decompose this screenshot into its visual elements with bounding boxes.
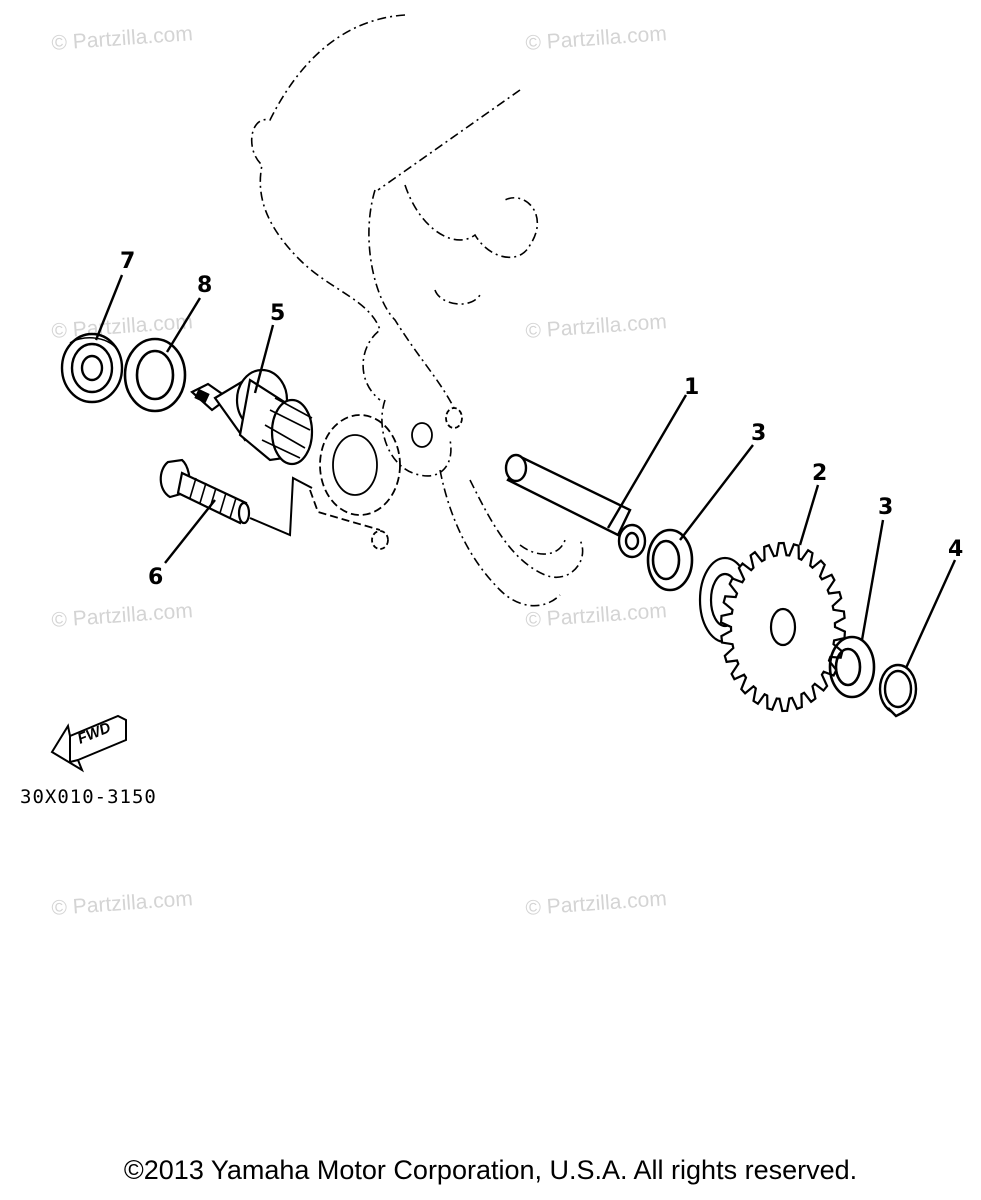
- callout-1: 1: [684, 375, 699, 400]
- crankcase-outline: [250, 14, 584, 607]
- diagram-code: 30X010-3150: [20, 786, 157, 808]
- watermark: © Partzilla.com: [51, 887, 194, 920]
- callout-3: 3: [878, 495, 893, 520]
- watermark: © Partzilla.com: [51, 22, 194, 55]
- driven-gear-shaft: [190, 368, 314, 466]
- callout-4: 4: [948, 537, 963, 562]
- callout-3: 3: [751, 421, 766, 446]
- callout-8: 8: [197, 273, 212, 298]
- oil-seal: [60, 332, 124, 404]
- washer-3b: [828, 635, 876, 699]
- gear: [698, 541, 847, 713]
- fwd-arrow-icon: FWD: [50, 714, 127, 773]
- circlip: [878, 663, 918, 718]
- callout-6: 6: [148, 565, 163, 590]
- bolt: [159, 458, 251, 525]
- watermark: © Partzilla.com: [51, 310, 194, 343]
- watermark: © Partzilla.com: [525, 310, 668, 343]
- callout-5: 5: [270, 301, 285, 326]
- leader-lines: [94, 274, 957, 669]
- watermark: © Partzilla.com: [525, 887, 668, 920]
- copyright-notice: ©2013 Yamaha Motor Corporation, U.S.A. A…: [123, 1155, 858, 1185]
- callout-7: 7: [120, 249, 135, 274]
- washer-8: [123, 337, 187, 413]
- washer-3a: [646, 528, 694, 592]
- bolt-leader: [249, 476, 313, 537]
- pump-housing: [309, 407, 463, 550]
- watermark: © Partzilla.com: [525, 22, 668, 55]
- watermark: © Partzilla.com: [51, 599, 194, 632]
- shaft: [504, 453, 647, 559]
- watermark: © Partzilla.com: [525, 599, 668, 632]
- callout-2: 2: [812, 461, 827, 486]
